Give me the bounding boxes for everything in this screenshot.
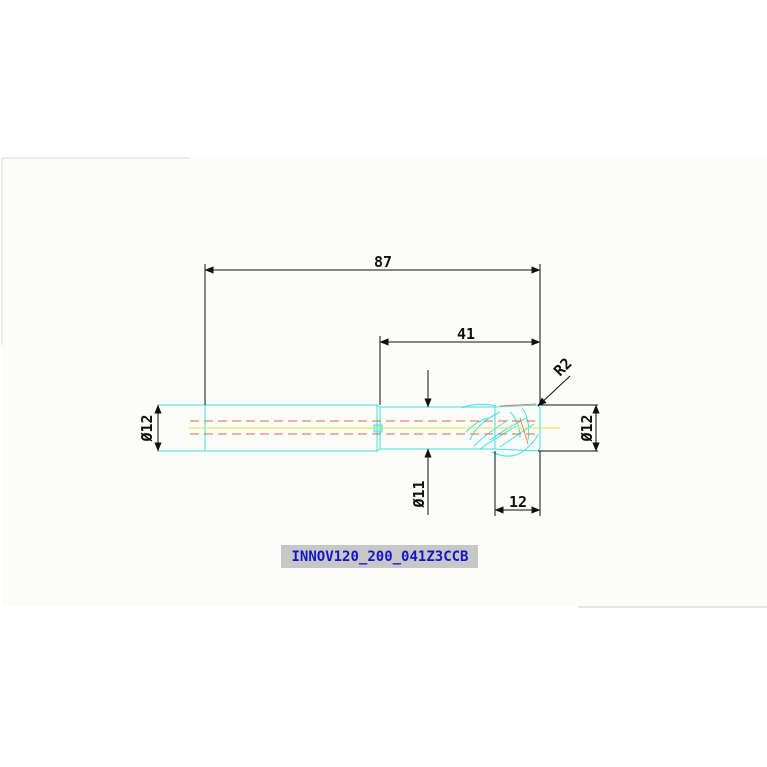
corner-radius-leader	[537, 375, 571, 407]
cut-length-label: 41	[457, 325, 475, 343]
cutting-diameter-label: Ø12	[578, 414, 596, 442]
shank-diameter-label: Ø12	[138, 414, 156, 442]
extension-lines	[204, 264, 598, 516]
paper-sheet	[2, 158, 767, 606]
corner-radius-detail	[499, 403, 537, 445]
part-label: INNOV120_200_041Z3CCB	[291, 549, 468, 565]
tip-length-label: 12	[509, 493, 527, 511]
part-label-background	[281, 545, 478, 568]
overall-length-label: 87	[374, 253, 392, 271]
neck-diameter-label: Ø11	[410, 480, 428, 508]
